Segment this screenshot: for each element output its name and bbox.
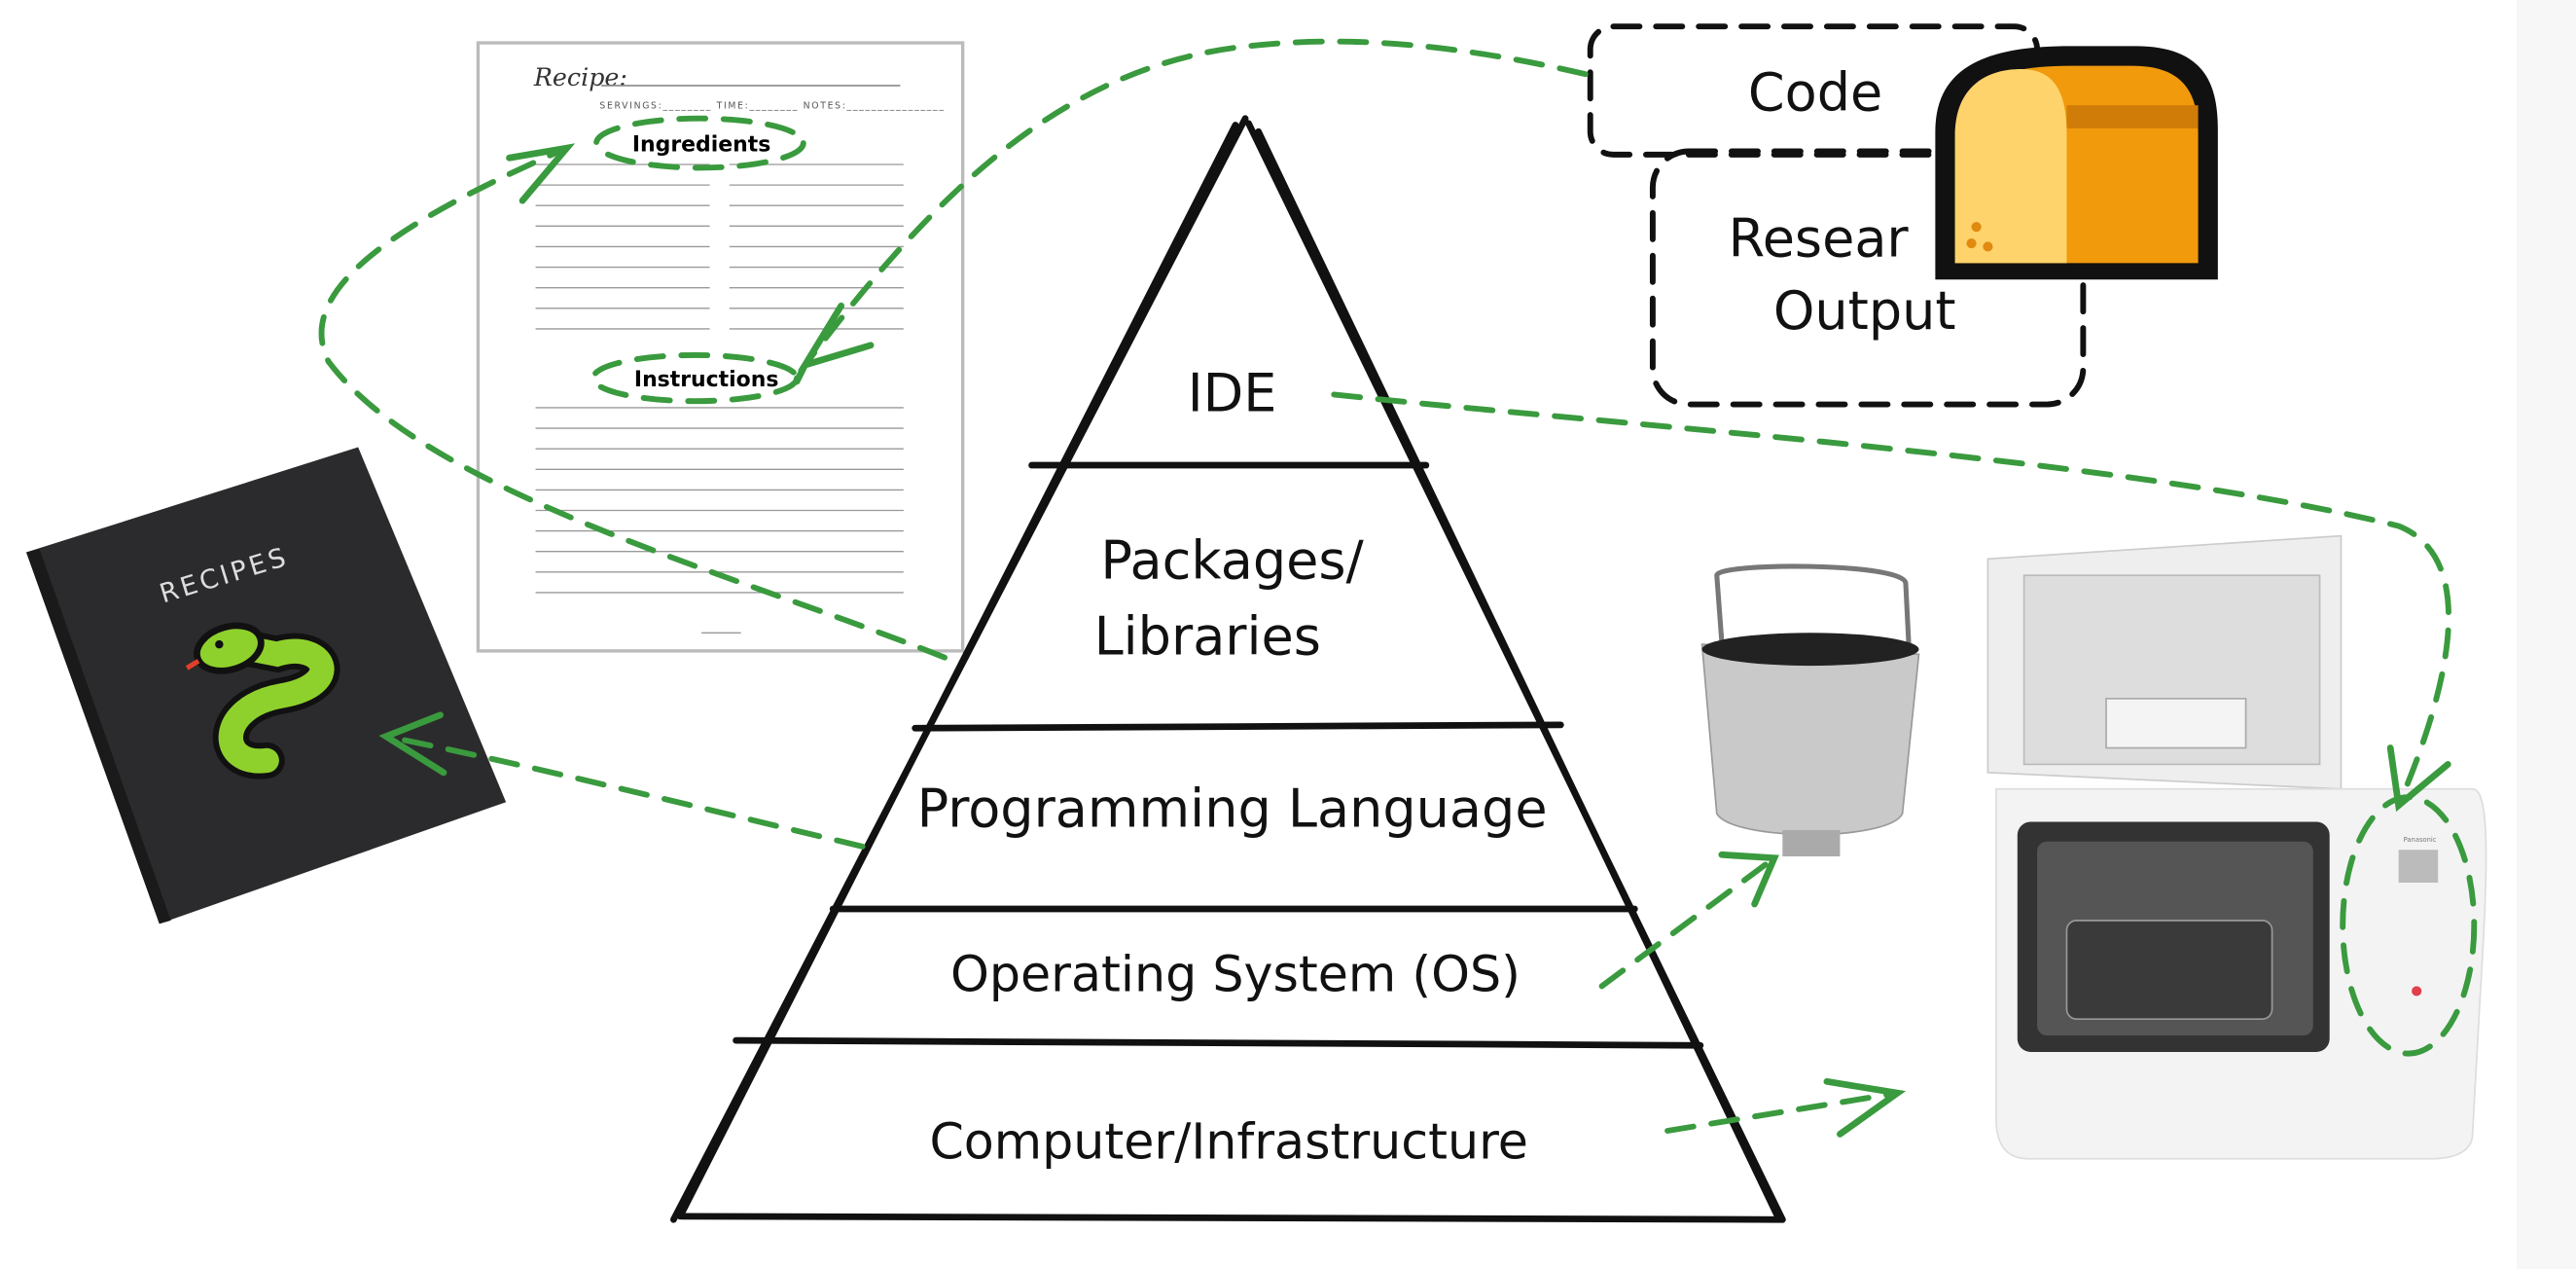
arrow-ide-to-machine	[1331, 391, 2451, 809]
level-ide: IDE	[1188, 362, 1277, 423]
arrowhead-icon	[1718, 851, 1779, 908]
ingredients-heading: Ingredients	[632, 133, 770, 158]
right-edge-strip	[2517, 0, 2576, 1269]
recipe-sheet: Recipe: SERVINGS:________ TIME:________ …	[476, 41, 965, 653]
arrow-computer-to-machine	[1664, 1090, 1901, 1134]
recipes-book: RECIPES	[26, 447, 507, 925]
research-output-box	[1649, 148, 2087, 408]
arrow-packages-to-ingredients	[318, 145, 948, 661]
software-stack-pyramid	[670, 115, 1786, 1223]
level-operating-system: Operating System (OS)	[950, 945, 1521, 1002]
bread-machine-image: Panasonic	[1986, 534, 2487, 1160]
arrowheads	[378, 143, 2451, 1138]
arrowhead-icon	[2386, 744, 2451, 813]
arrowhead-icon	[378, 711, 447, 777]
arrow-os-to-pan	[1598, 854, 1777, 990]
machine-brand: Panasonic	[2404, 836, 2437, 844]
arrow-language-to-book	[382, 733, 866, 850]
arrowhead-icon	[793, 302, 875, 385]
arrowhead-icon	[506, 143, 576, 204]
snake-icon	[185, 622, 340, 780]
level-packages: Packages/	[1100, 530, 1364, 592]
arrowhead-icon	[1823, 1077, 1907, 1138]
recipe-title: Recipe:	[533, 62, 627, 91]
recipe-fields: SERVINGS:________ TIME:________ NOTES:__…	[599, 101, 945, 112]
level-computer-infrastructure: Computer/Infrastructure	[929, 1113, 1528, 1171]
bread-pan-image	[1700, 563, 1920, 856]
level-libraries: Libraries	[1094, 605, 1321, 667]
dashed-arrows	[318, 38, 2478, 1134]
code-label: Code	[1748, 61, 1882, 123]
output-label: Output	[1773, 280, 1956, 342]
level-programming-language: Programming Language	[917, 779, 1548, 840]
bread-icon	[1935, 46, 2218, 280]
instructions-heading: Instructions	[634, 368, 779, 392]
ingredients-highlight	[593, 115, 806, 171]
research-label: Resear	[1729, 208, 1910, 270]
